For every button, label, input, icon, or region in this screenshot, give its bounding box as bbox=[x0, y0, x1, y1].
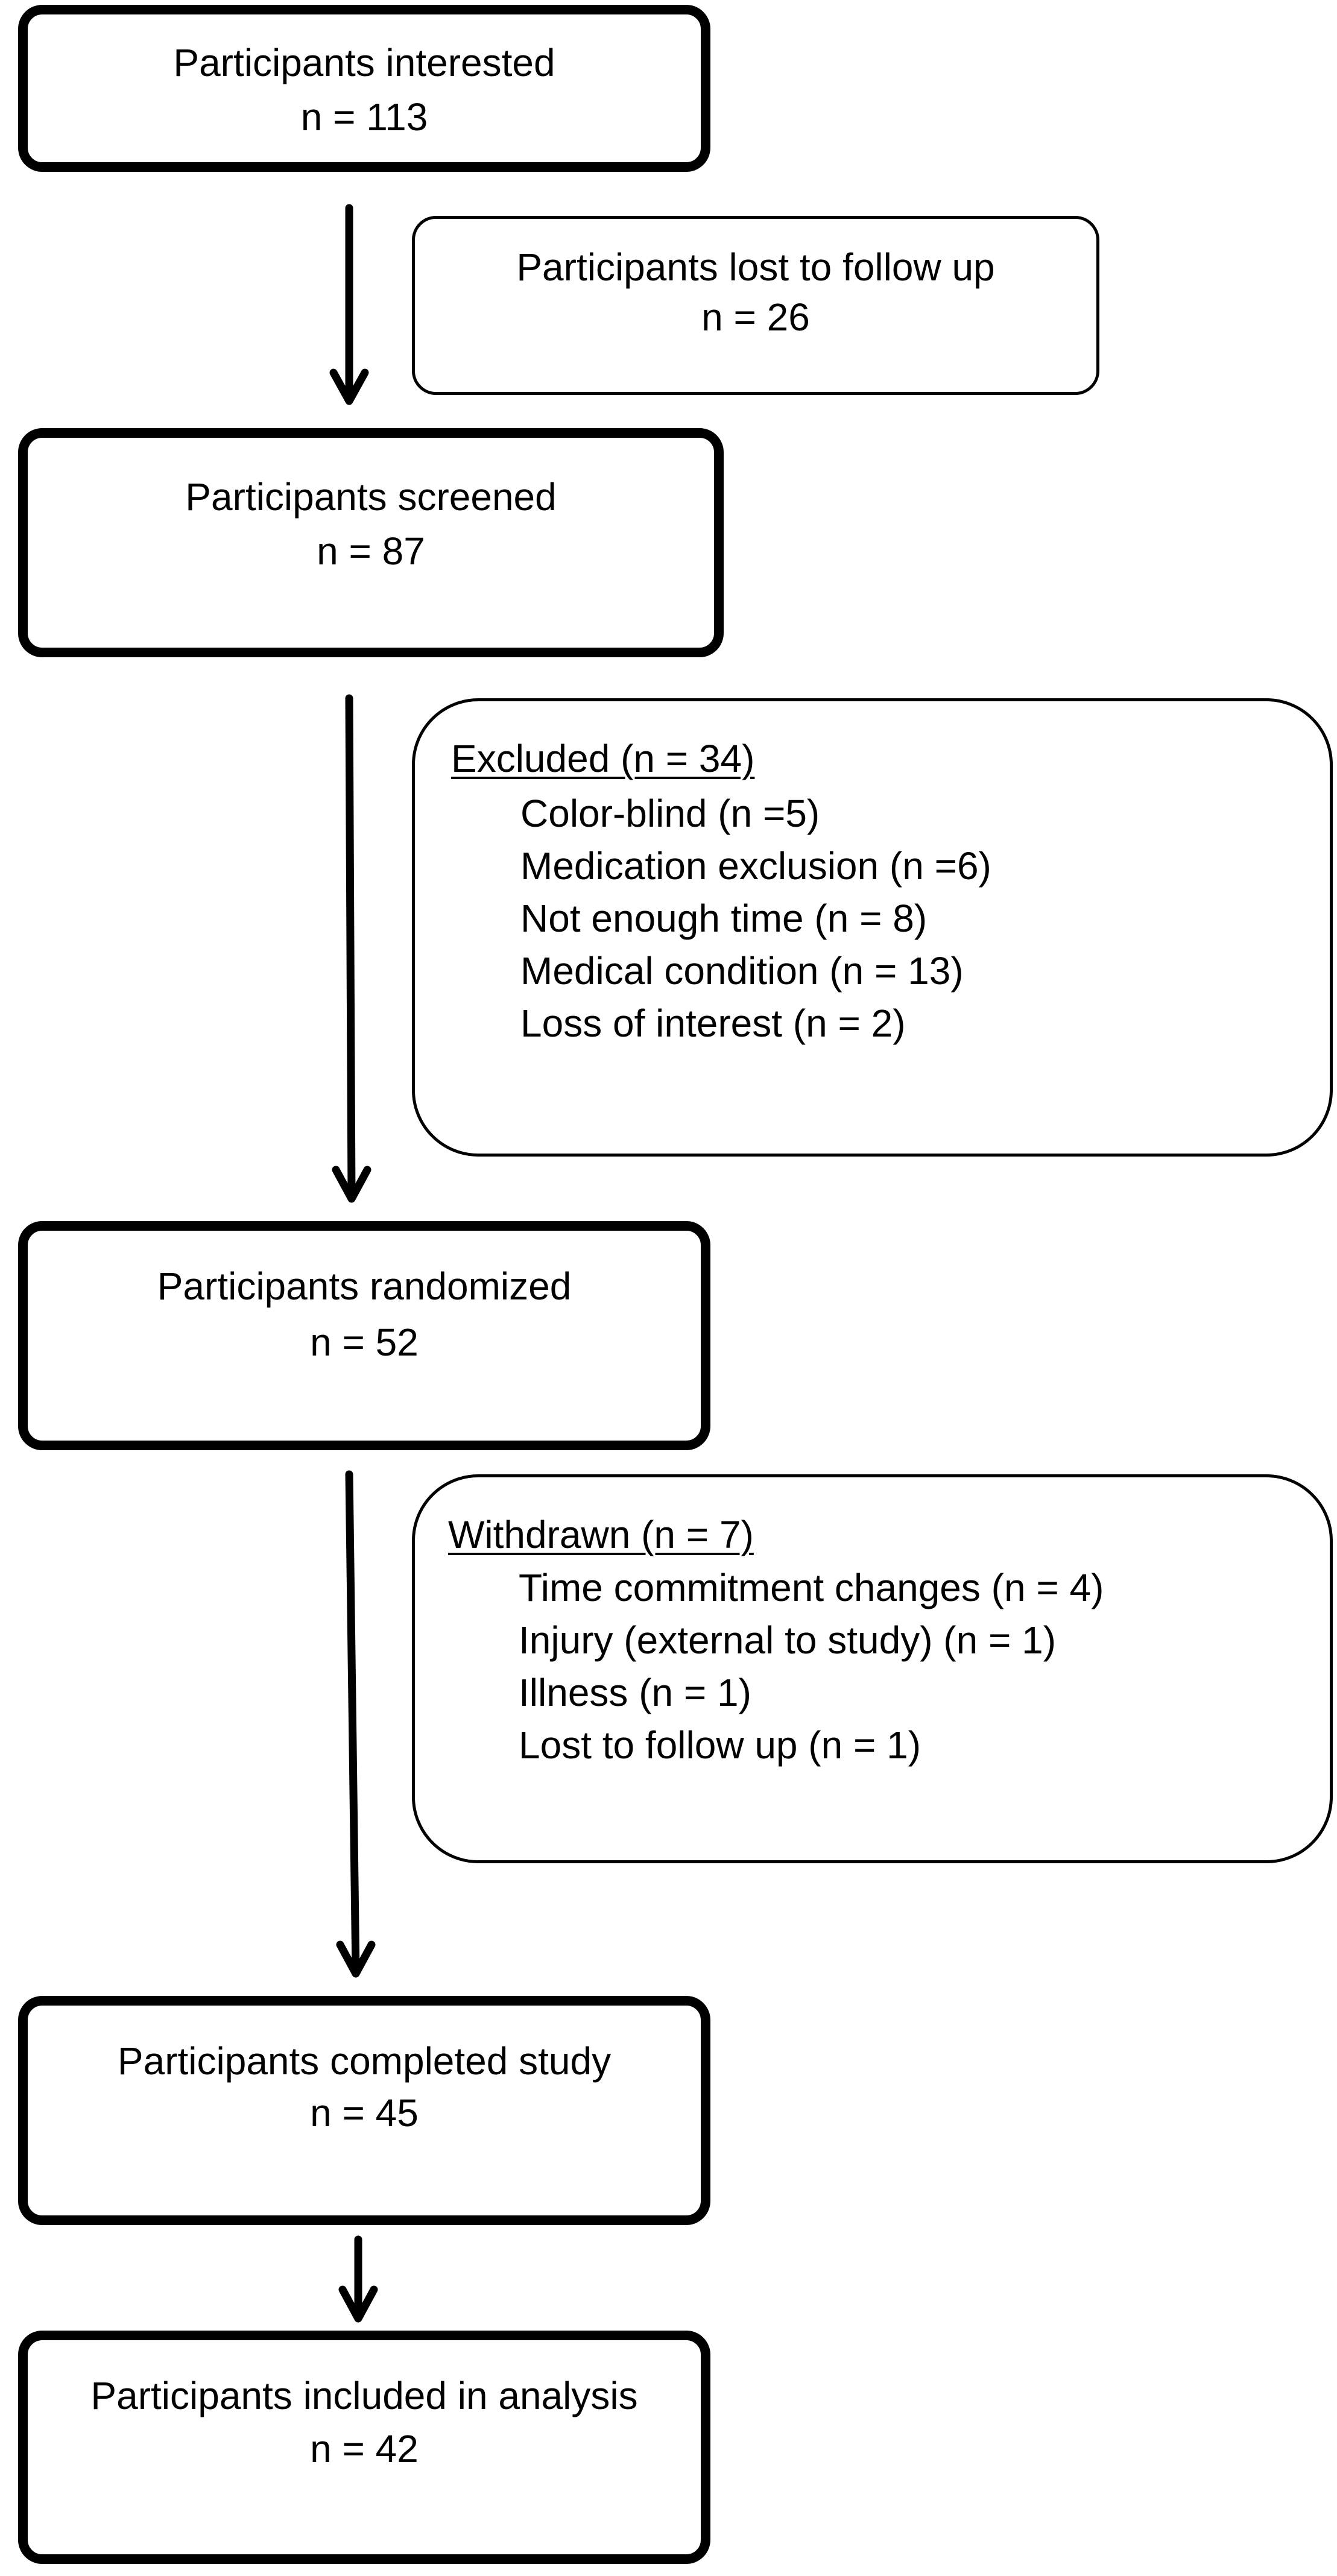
box-count: n = 52 bbox=[310, 1321, 419, 1364]
list-item: Loss of interest (n = 2) bbox=[520, 1002, 906, 1045]
list-item: Medical condition (n = 13) bbox=[520, 949, 964, 993]
excluded-box: Excluded (n = 34) Color-blind (n =5) Med… bbox=[412, 698, 1333, 1157]
box-title: Participants interested bbox=[173, 41, 555, 84]
list-item: Not enough time (n = 8) bbox=[520, 897, 928, 940]
box-count: n = 113 bbox=[300, 95, 428, 139]
list-item: Time commitment changes (n = 4) bbox=[519, 1566, 1104, 1609]
excluded-heading: Excluded (n = 34) bbox=[451, 737, 755, 780]
box-count: n = 42 bbox=[310, 2427, 419, 2470]
participants-analysis-box: Participants included in analysis n = 42 bbox=[18, 2331, 710, 2564]
list-item: Lost to follow up (n = 1) bbox=[519, 1723, 921, 1767]
withdrawn-box: Withdrawn (n = 7) Time commitment change… bbox=[412, 1474, 1333, 1863]
box-title: Participants completed study bbox=[117, 2039, 612, 2083]
withdrawn-reasons-list: Time commitment changes (n = 4) Injury (… bbox=[519, 1562, 1104, 1772]
list-item: Color-blind (n =5) bbox=[520, 792, 820, 835]
arrow-interested-to-screened bbox=[329, 204, 369, 405]
lost-to-follow-up-box: Participants lost to follow up n = 26 bbox=[412, 216, 1099, 395]
participants-interested-box: Participants interested n = 113 bbox=[18, 5, 710, 172]
participants-screened-box: Participants screened n = 87 bbox=[18, 428, 724, 657]
withdrawn-heading: Withdrawn (n = 7) bbox=[448, 1513, 754, 1556]
arrow-screened-to-randomized bbox=[332, 694, 371, 1203]
participants-randomized-box: Participants randomized n = 52 bbox=[18, 1221, 710, 1450]
list-item: Injury (external to study) (n = 1) bbox=[519, 1618, 1057, 1662]
arrow-completed-to-analysis bbox=[338, 2235, 378, 2323]
box-count: n = 87 bbox=[317, 529, 425, 573]
box-count: n = 26 bbox=[701, 295, 810, 339]
box-count: n = 45 bbox=[310, 2091, 419, 2135]
excluded-reasons-list: Color-blind (n =5) Medication exclusion … bbox=[520, 788, 991, 1050]
participants-completed-box: Participants completed study n = 45 bbox=[18, 1996, 710, 2225]
list-item: Medication exclusion (n =6) bbox=[520, 844, 991, 888]
arrow-randomized-to-completed bbox=[336, 1470, 376, 1978]
box-title: Participants screened bbox=[185, 475, 557, 519]
list-item: Illness (n = 1) bbox=[519, 1671, 751, 1714]
box-title: Participants randomized bbox=[157, 1264, 572, 1308]
box-title: Participants lost to follow up bbox=[516, 245, 995, 289]
box-title: Participants included in analysis bbox=[90, 2374, 638, 2417]
